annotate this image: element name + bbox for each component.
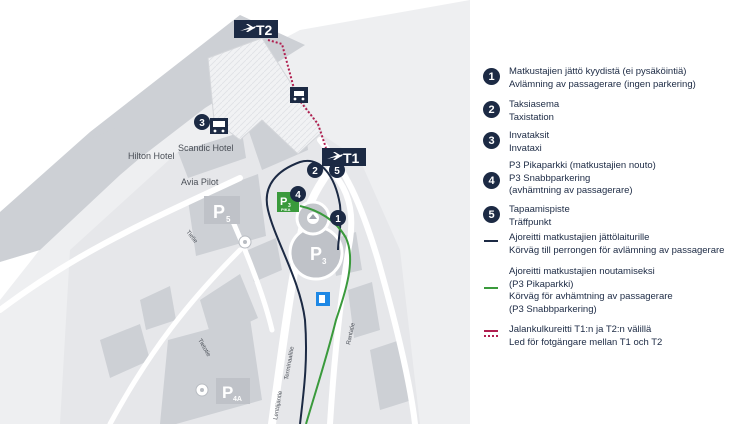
airport-map[interactable]: P 3 P 5 P 4A P 3 PIKA xyxy=(0,0,470,424)
legend-text: (avhämtning av passagerare) xyxy=(509,185,633,196)
p5-garage[interactable]: P 5 xyxy=(204,196,240,224)
legend-text: Träffpunkt xyxy=(509,216,552,228)
bus-icon xyxy=(210,118,228,134)
legend-text: (P3 Snabbparkering) xyxy=(509,303,597,315)
legend-marker-2: 2 xyxy=(483,101,500,118)
legend-item-green-route: Ajoreitti matkustajien noutamiseksi (P3 … xyxy=(483,266,673,316)
legend-text: Jalankulkureitti T1:n ja T2:n välillä xyxy=(509,324,652,335)
accessible-icon xyxy=(195,383,209,397)
hilton-hotel-label: Hilton Hotel xyxy=(128,151,175,161)
legend-text: (P3 Pikaparkki) xyxy=(509,278,574,290)
map-marker-3-label: 3 xyxy=(199,118,205,129)
p5-sub: 5 xyxy=(226,215,231,224)
avia-pilot-label: Avia Pilot xyxy=(181,177,219,187)
legend-item-2: 2 Taksiasema Taxistation xyxy=(483,99,559,124)
p4a-garage[interactable]: P 4A xyxy=(216,378,250,404)
legend-text: Taksiasema xyxy=(509,99,560,110)
navy-drive-route xyxy=(265,159,342,424)
map-marker-5-label: 5 xyxy=(334,166,340,177)
p3-pika-tag: PIKA xyxy=(281,207,291,212)
airplane-icon xyxy=(327,152,343,160)
map-marker-2[interactable]: 2 xyxy=(307,162,323,178)
legend-text: Ajoreitti matkustajien jättölaiturille xyxy=(509,232,650,243)
navy-route-line-icon xyxy=(483,232,500,249)
legend-text: Invataxi xyxy=(509,142,542,154)
legend-marker-4: 4 xyxy=(483,172,500,189)
terminal-t1-label: T1 xyxy=(343,150,360,166)
p4a-letter: P xyxy=(222,383,233,402)
legend-text: Taxistation xyxy=(509,111,554,123)
legend-text: P3 Pikaparkki (matkustajien nouto) xyxy=(509,160,656,171)
p3-sub: 3 xyxy=(322,257,327,266)
legend-text: Led för fotgängare mellan T1 och T2 xyxy=(509,336,663,348)
map-marker-3[interactable]: 3 xyxy=(194,114,210,130)
pedestrian-route-line-icon xyxy=(483,324,500,341)
legend-text: Avlämning av passagerare (ingen parkerin… xyxy=(509,78,696,90)
terminal-t1-badge[interactable]: T1 xyxy=(322,148,366,166)
legend-text: Tapaamispiste xyxy=(509,204,570,215)
p3-letter: P xyxy=(310,244,322,264)
legend-text: Ajoreitti matkustajien noutamiseksi xyxy=(509,266,655,277)
parking-ev-icon xyxy=(307,212,319,224)
legend-item-navy-route: Ajoreitti matkustajien jättölaiturille K… xyxy=(483,232,724,257)
legend-text: Invataksit xyxy=(509,130,550,141)
legend-item-5: 5 Tapaamispiste Träffpunkt xyxy=(483,204,570,229)
train-icon xyxy=(290,87,308,103)
p3-garage[interactable]: P 3 xyxy=(288,225,344,281)
terminal-t2-badge[interactable]: T2 xyxy=(234,20,278,38)
p4a-sub: 4A xyxy=(233,396,242,403)
legend-marker-3: 3 xyxy=(483,132,500,149)
street-lentajantie-label: Lentäjäntie xyxy=(273,390,284,421)
map-marker-4-label: 4 xyxy=(295,190,301,201)
legend-marker-5: 5 xyxy=(483,206,500,223)
fuel-station-icon xyxy=(316,292,330,306)
p5-letter: P xyxy=(213,202,225,222)
green-route-line-icon xyxy=(483,266,500,289)
legend-marker-1: 1 xyxy=(483,68,500,85)
map-marker-5[interactable]: 5 xyxy=(329,162,345,178)
street-rantatie-label: Rantatie xyxy=(346,322,357,346)
street-terminaalitie-label: Terminaalitie xyxy=(284,345,296,380)
legend-item-1: 1 Matkustajien jättö kyydistä (ei pysäkö… xyxy=(483,66,696,91)
map-marker-4[interactable]: 4 xyxy=(290,186,306,202)
p3-pika-sub: 3 xyxy=(288,203,291,209)
legend-text: Körväg till perrongen för avlämning av p… xyxy=(509,244,725,256)
airplane-icon xyxy=(240,24,256,32)
legend-text: Matkustajien jättö kyydistä (ei pysäköin… xyxy=(509,66,687,77)
scandic-hotel-label: Scandic Hotel xyxy=(178,143,234,153)
p3-pika-letter: P xyxy=(280,196,287,208)
legend-item-pedestrian-route: Jalankulkureitti T1:n ja T2:n välillä Le… xyxy=(483,324,662,349)
legend-text: Körväg för avhämtning av passagerare xyxy=(509,291,673,302)
map-marker-1-label: 1 xyxy=(335,214,341,225)
map-marker-2-label: 2 xyxy=(312,166,318,177)
terminal-t2-label: T2 xyxy=(256,22,273,38)
legend-item-4: 4 P3 Pikaparkki (matkustajien nouto) P3 … xyxy=(483,160,656,198)
map-marker-1[interactable]: 1 xyxy=(330,210,346,226)
legend-text: P3 Snabbparkering xyxy=(509,172,591,184)
accessible-icon xyxy=(238,235,252,249)
legend-item-3: 3 Invataksit Invataxi xyxy=(483,130,549,155)
